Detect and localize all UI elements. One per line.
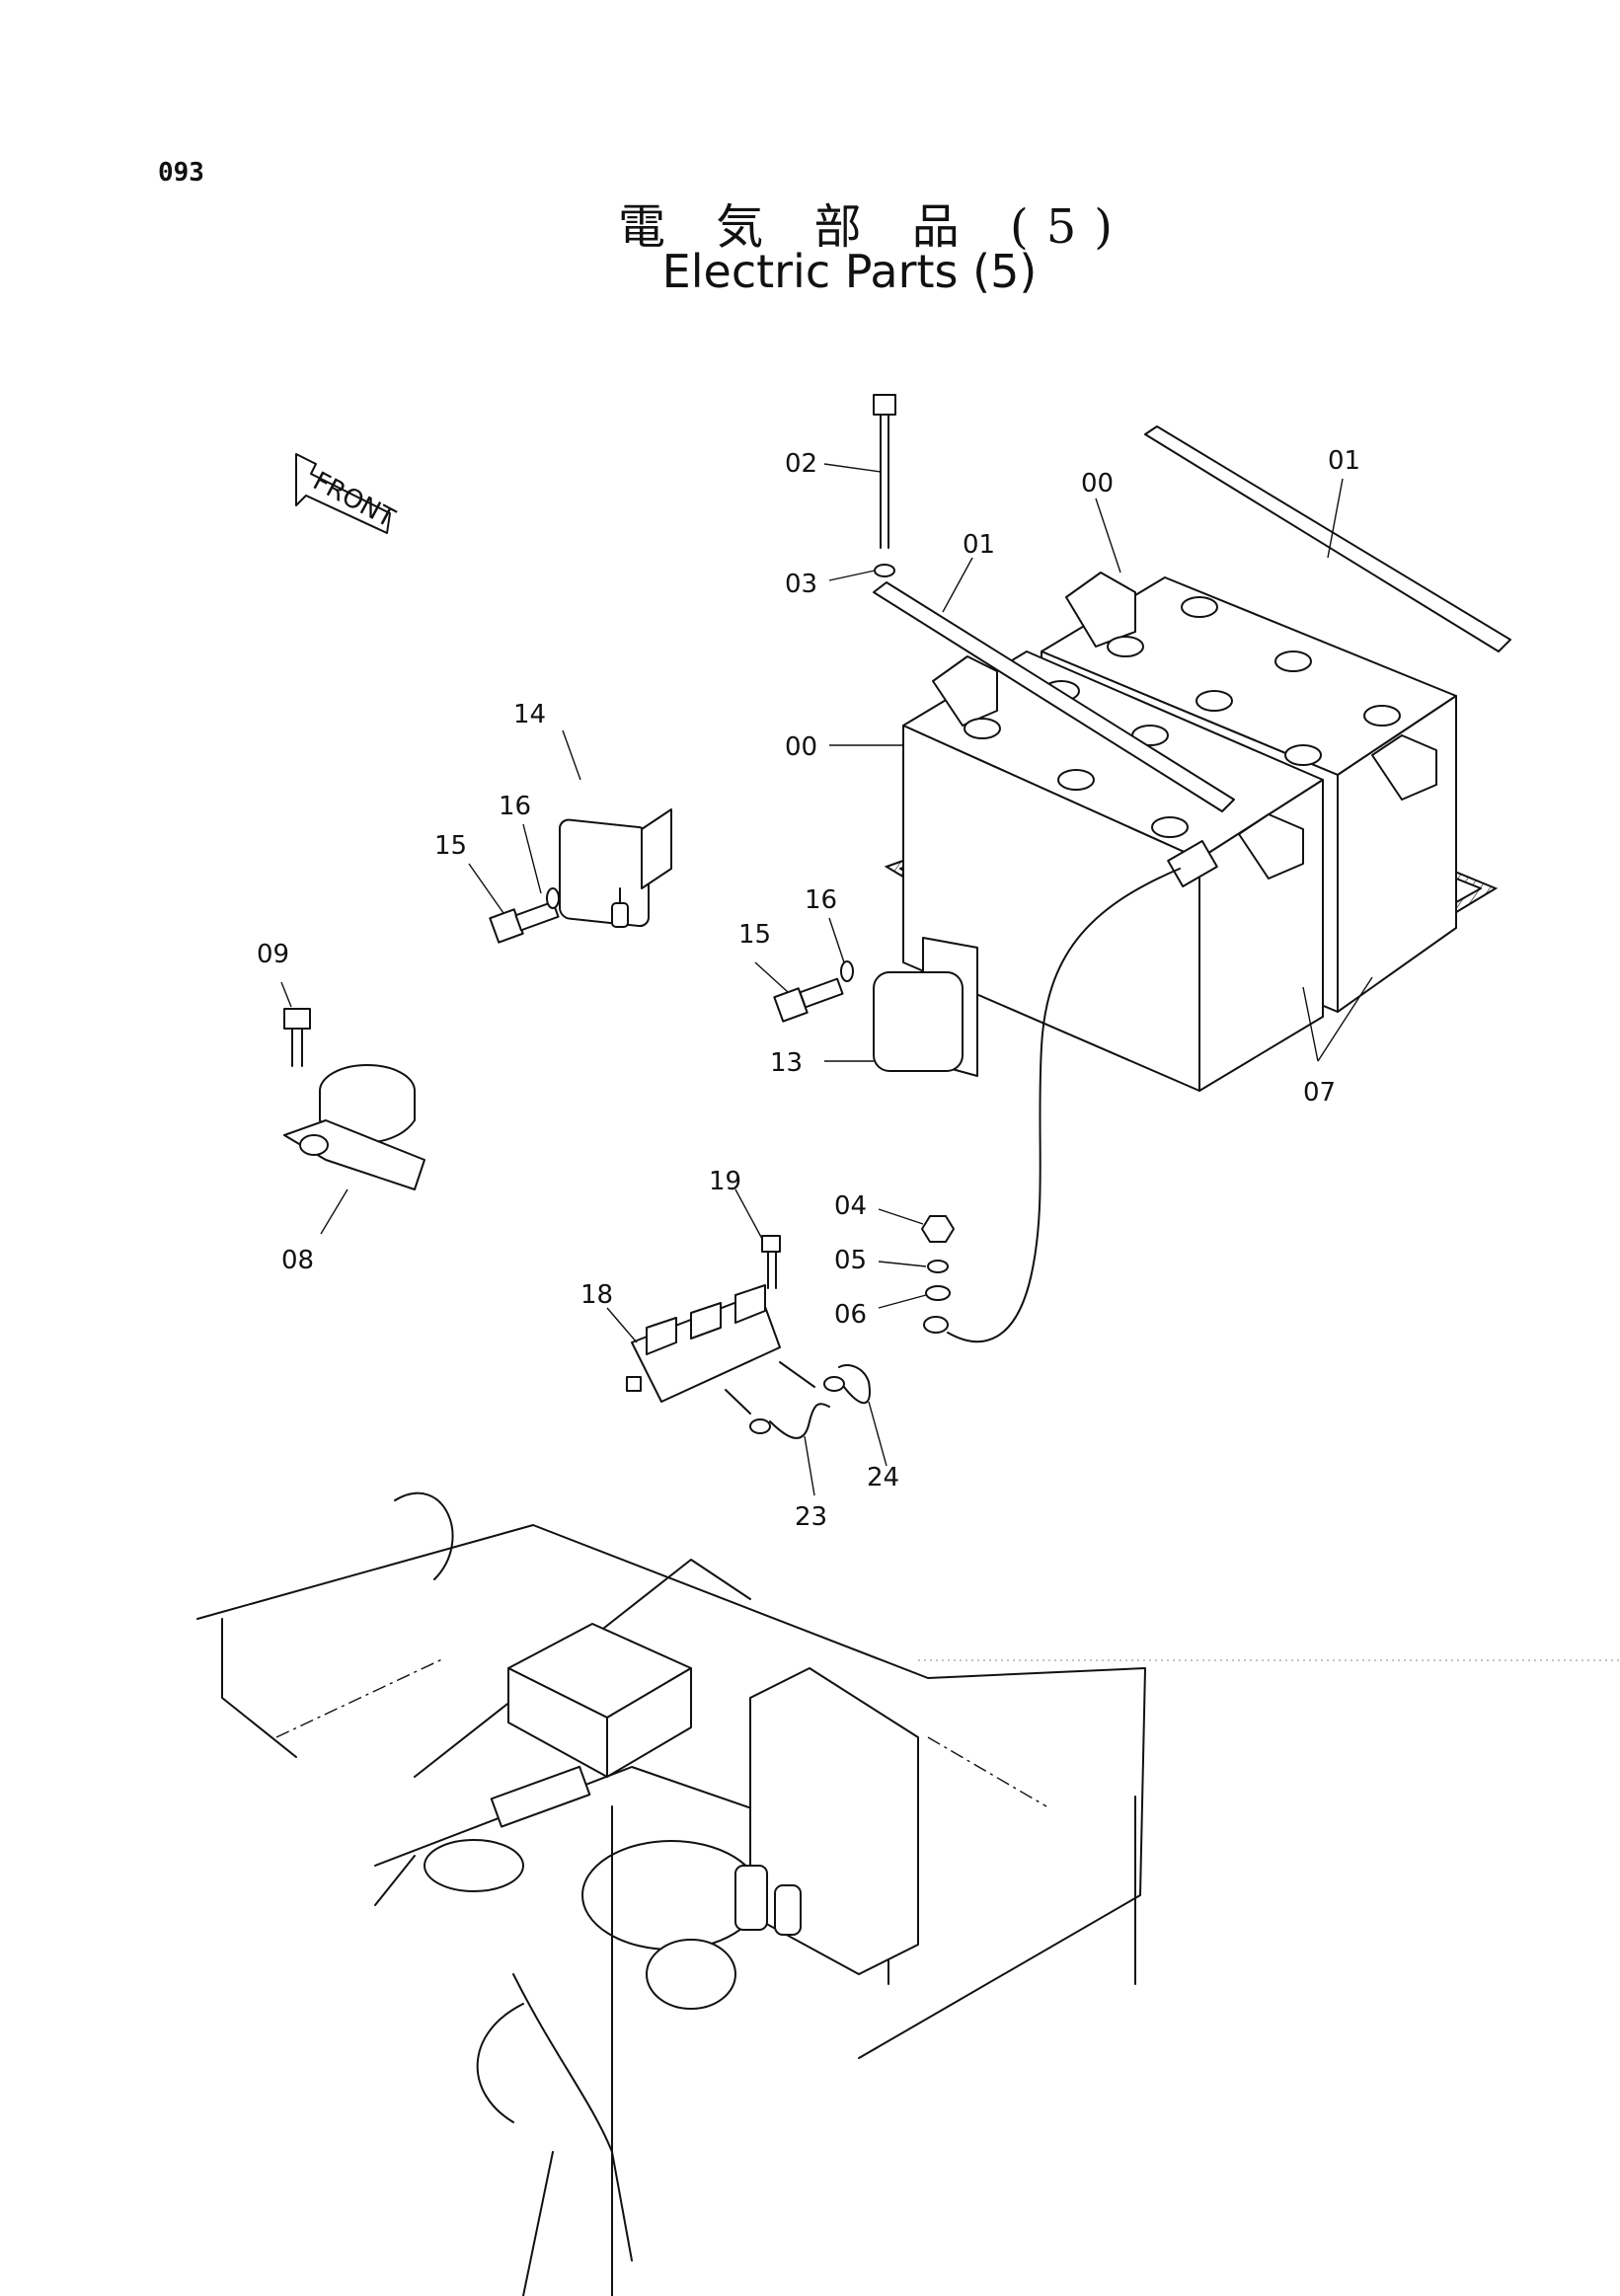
callout-14: 14 (513, 700, 546, 729)
callout-04: 04 (834, 1191, 867, 1221)
terminal-block-18 (626, 1235, 781, 1403)
callout-16-upper: 16 (499, 792, 531, 821)
callout-07: 07 (1303, 1078, 1336, 1108)
callout-18: 18 (580, 1280, 613, 1310)
callout-05: 05 (834, 1246, 867, 1275)
leader-lines (280, 463, 1373, 1496)
bolt-15-upper (489, 887, 560, 944)
callout-15-upper: 15 (434, 831, 467, 861)
callout-15-lower: 15 (738, 920, 771, 950)
hold-down-bar-front (873, 581, 1235, 812)
callout-23: 23 (795, 1502, 827, 1532)
machine-overview (196, 1492, 1620, 2296)
callout-13: 13 (770, 1048, 803, 1078)
hold-down-bar-rear (1144, 425, 1511, 652)
callout-16-lower: 16 (805, 885, 837, 915)
nut-04 (921, 1215, 955, 1301)
callout-09: 09 (257, 940, 289, 969)
callout-labels: 02 03 01 00 01 00 07 14 16 15 09 08 16 1… (257, 446, 1360, 1532)
title-japanese: 電 気 部 品 (5) (617, 199, 1131, 255)
long-bolt (873, 394, 896, 577)
bolt-15-lower (773, 960, 854, 1023)
callout-06: 06 (834, 1300, 867, 1330)
callout-00-front: 00 (785, 732, 817, 762)
front-arrow-icon: FRONT (295, 453, 400, 534)
page-number: 093 (158, 158, 204, 188)
callout-24: 24 (867, 1463, 899, 1492)
battery-relay-08 (283, 1008, 425, 1190)
callout-08: 08 (281, 1246, 314, 1275)
callout-00-rear: 00 (1081, 469, 1114, 498)
battery-caps-rear (1107, 596, 1401, 766)
callout-01-rear: 01 (1328, 446, 1360, 476)
callout-01-front: 01 (963, 530, 995, 560)
battery-cable (923, 840, 1218, 1343)
cable-23-24 (725, 1361, 871, 1439)
title-english: Electric Parts (5) (661, 245, 1038, 298)
relay-13 (873, 937, 978, 1077)
relay-14 (559, 808, 672, 928)
callout-19: 19 (709, 1167, 741, 1196)
callout-03: 03 (785, 570, 817, 599)
callout-02: 02 (785, 449, 817, 479)
